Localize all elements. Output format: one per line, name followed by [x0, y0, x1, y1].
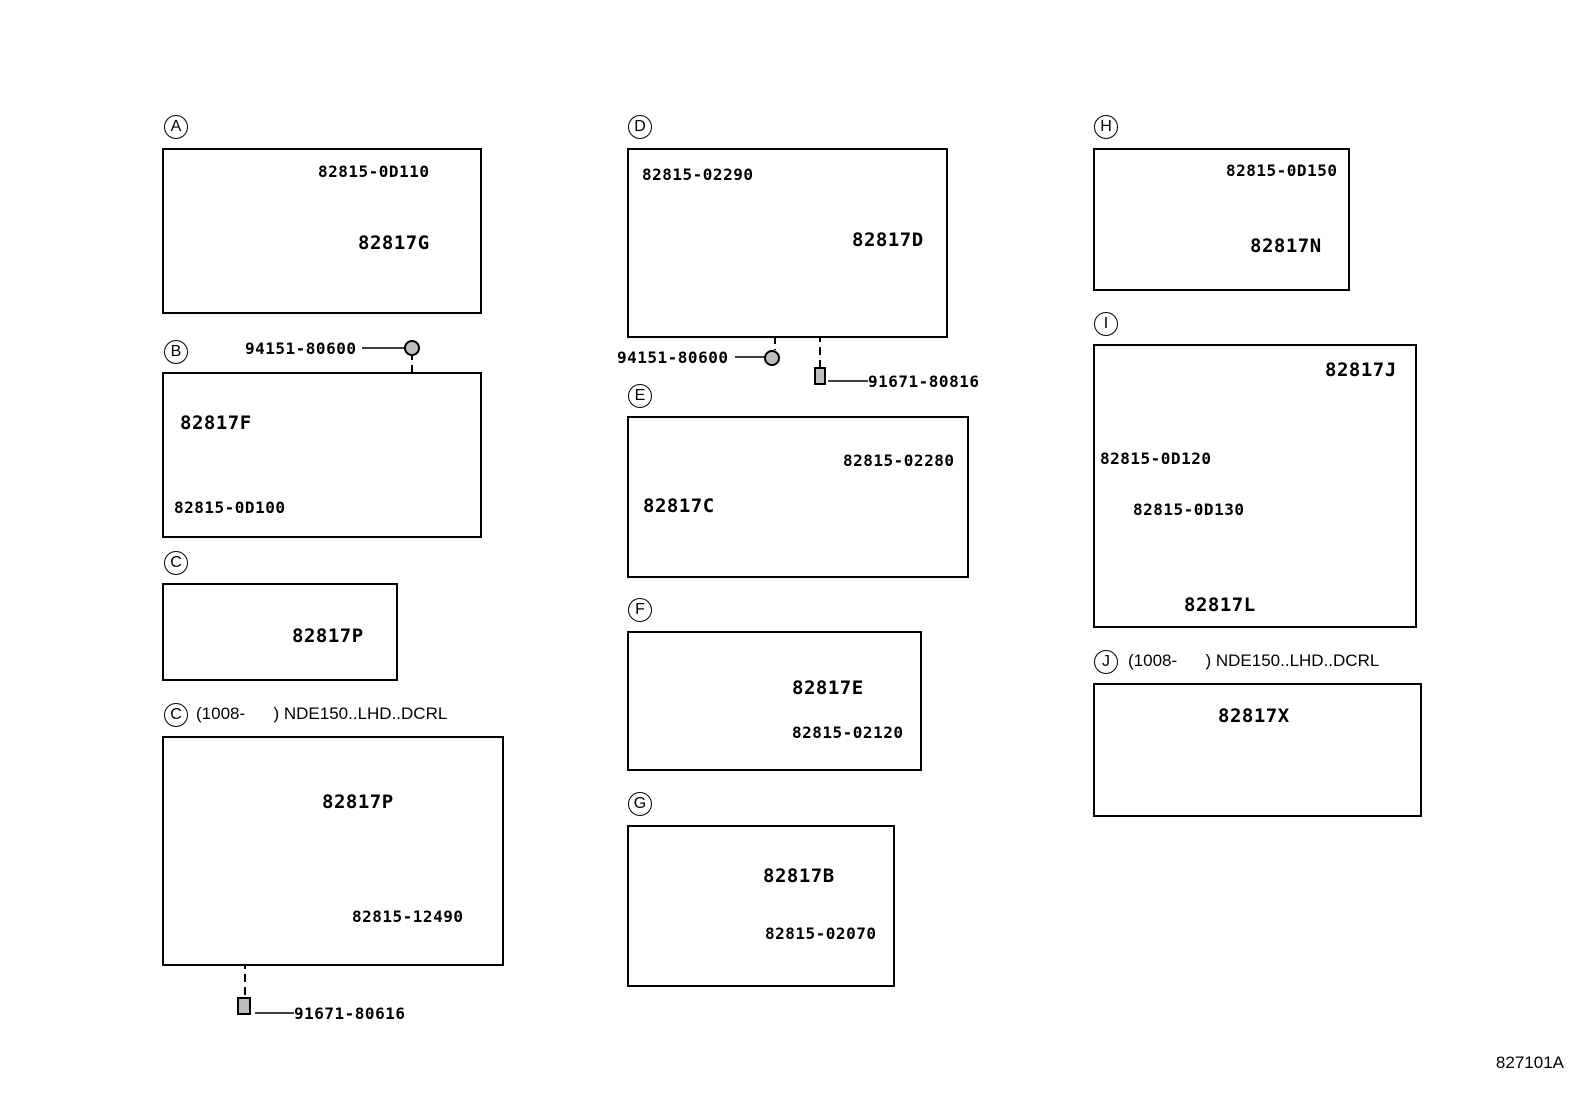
part-label-82815-02290[interactable]: 82815-02290 — [642, 165, 754, 184]
part-label-82817J[interactable]: 82817J — [1325, 359, 1397, 381]
part-label-82815-0D100[interactable]: 82815-0D100 — [174, 498, 286, 517]
part-label-82817L[interactable]: 82817L — [1184, 594, 1256, 616]
part-label-91671-80816[interactable]: 91671-80816 — [868, 372, 980, 391]
part-label-82817P[interactable]: 82817P — [292, 625, 364, 647]
part-label-82815-02070[interactable]: 82815-02070 — [765, 924, 877, 943]
part-label-82817F[interactable]: 82817F — [180, 412, 252, 434]
group-box-f — [627, 631, 922, 771]
group-marker-g: G — [628, 792, 652, 816]
group-marker-c: C — [164, 551, 188, 575]
group-marker-d: D — [628, 115, 652, 139]
part-label-94151-80600-d[interactable]: 94151-80600 — [617, 348, 729, 367]
part-label-82815-0D130[interactable]: 82815-0D130 — [1133, 500, 1245, 519]
group-box-j — [1093, 683, 1422, 817]
part-label-82817D[interactable]: 82817D — [852, 229, 924, 251]
part-label-82815-0D150[interactable]: 82815-0D150 — [1226, 161, 1338, 180]
group-marker-b: B — [164, 340, 188, 364]
group-box-g — [627, 825, 895, 987]
group-note-j: (1008- ) NDE150..LHD..DCRL — [1128, 651, 1380, 670]
group-box-c — [162, 583, 398, 681]
part-label-82815-02280[interactable]: 82815-02280 — [843, 451, 955, 470]
group-box-e — [627, 416, 969, 578]
group-box-b — [162, 372, 482, 538]
group-marker-i: I — [1094, 312, 1118, 336]
part-label-82817B[interactable]: 82817B — [763, 865, 835, 887]
group-box-a — [162, 148, 482, 314]
part-label-82817X[interactable]: 82817X — [1218, 705, 1290, 727]
part-label-82817G[interactable]: 82817G — [358, 232, 430, 254]
part-label-82817N[interactable]: 82817N — [1250, 235, 1322, 257]
part-label-91671-80616[interactable]: 91671-80616 — [294, 1004, 406, 1023]
part-label-82815-12490[interactable]: 82815-12490 — [352, 907, 464, 926]
group-box-c-alt — [162, 736, 504, 966]
part-label-94151-80600[interactable]: 94151-80600 — [245, 339, 357, 358]
group-box-h — [1093, 148, 1350, 291]
part-label-82815-02120[interactable]: 82815-02120 — [792, 723, 904, 742]
part-label-82817C[interactable]: 82817C — [643, 495, 715, 517]
group-marker-j: J — [1094, 650, 1118, 674]
group-marker-a: A — [164, 115, 188, 139]
diagram-code: 827101A — [1495, 1053, 1564, 1072]
group-marker-c-alt: C — [164, 703, 188, 727]
group-box-d — [627, 148, 948, 338]
group-marker-h: H — [1094, 115, 1118, 139]
group-box-i — [1093, 344, 1417, 628]
part-label-82817P-alt[interactable]: 82817P — [322, 791, 394, 813]
part-label-82815-0D110[interactable]: 82815-0D110 — [318, 162, 430, 181]
part-label-82815-0D120[interactable]: 82815-0D120 — [1100, 449, 1212, 468]
group-marker-f: F — [628, 598, 652, 622]
group-note-c-alt: (1008- ) NDE150..LHD..DCRL — [196, 704, 448, 723]
group-marker-e: E — [628, 384, 652, 408]
part-label-82817E[interactable]: 82817E — [792, 677, 864, 699]
